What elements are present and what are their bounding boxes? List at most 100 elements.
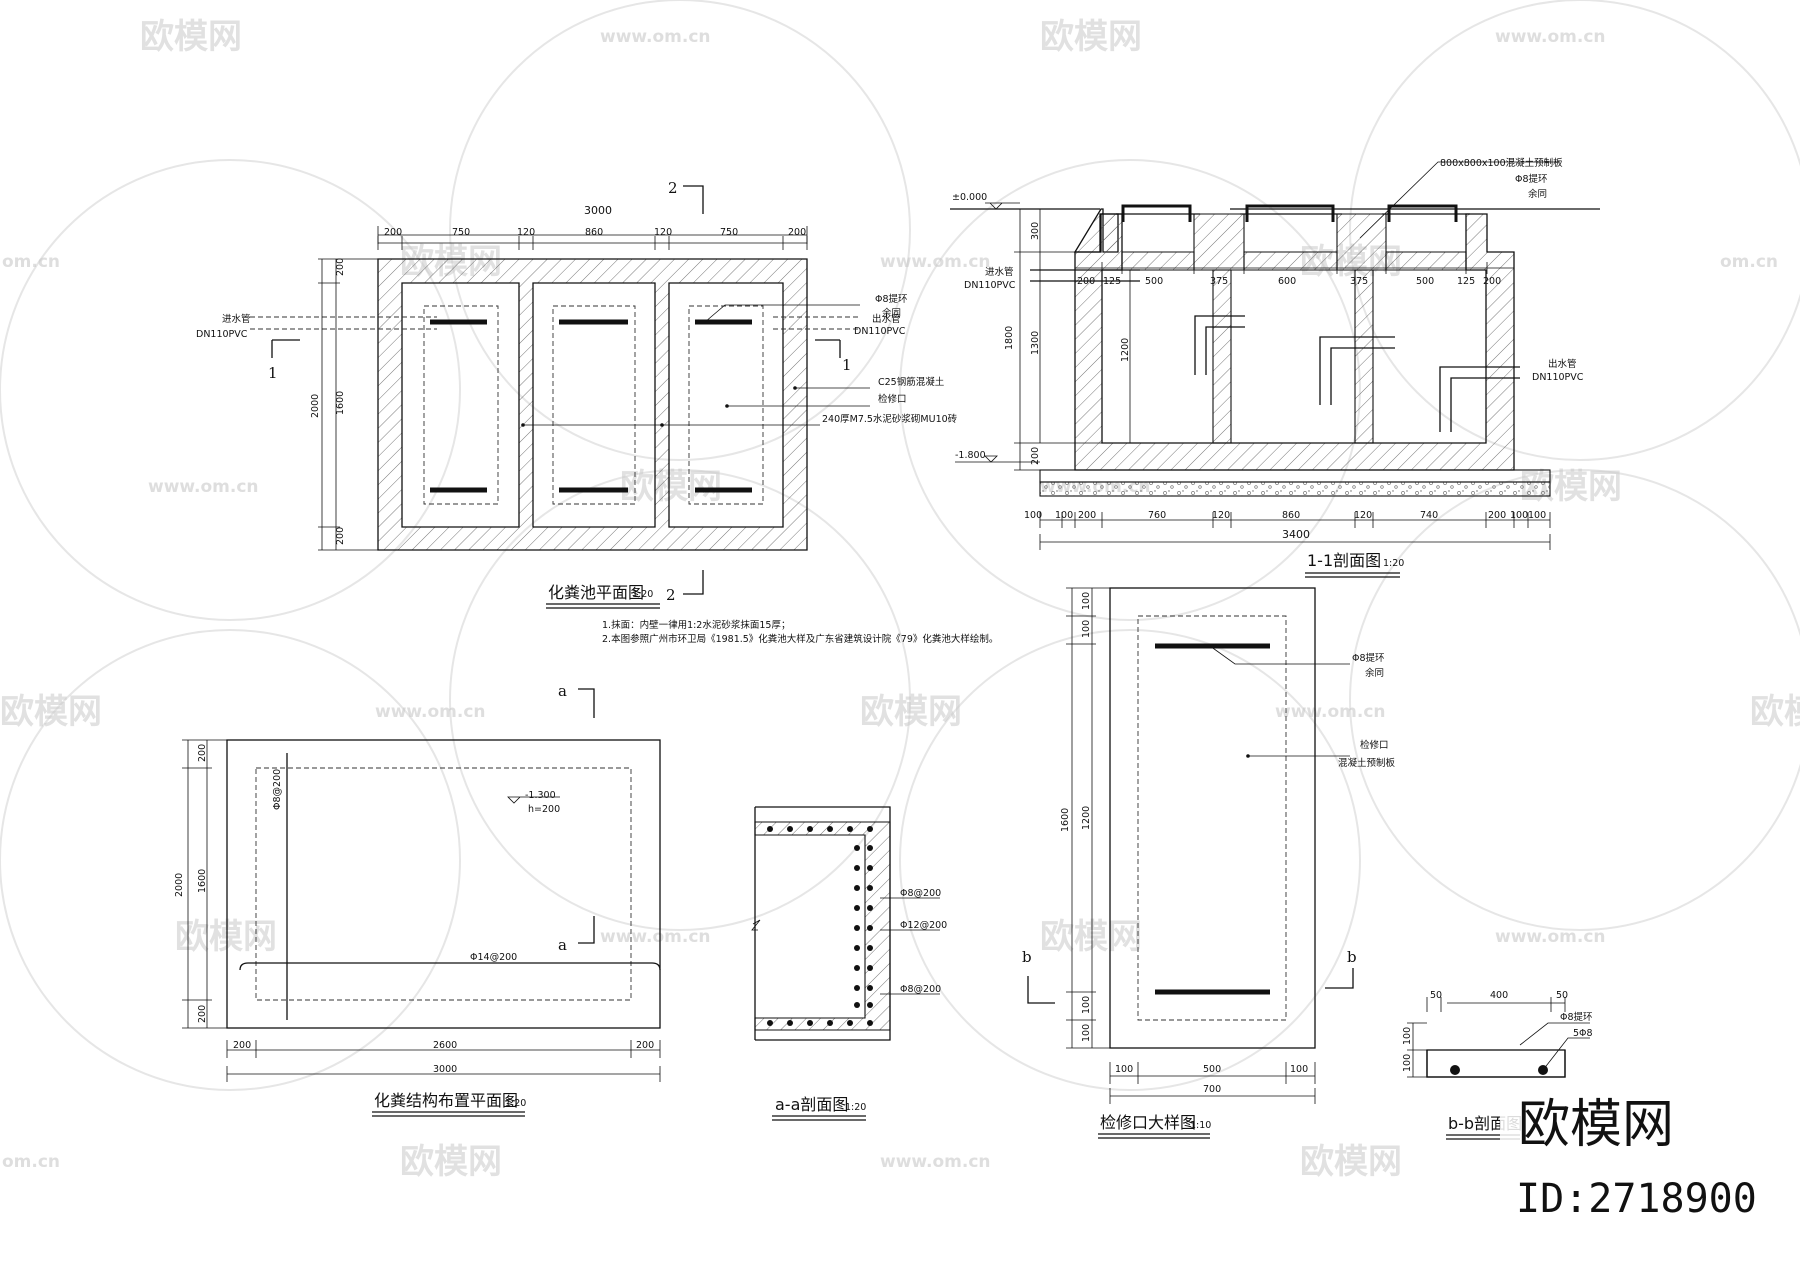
note-line: 2.本图参照广州市环卫局《1981.5》化粪池大样及广东省建筑设计院《79》化粪… bbox=[602, 633, 998, 645]
section-mark-label: a bbox=[558, 682, 567, 700]
watermark-brand: 欧模网 bbox=[400, 1142, 502, 1182]
leader-line bbox=[1519, 1022, 1590, 1046]
leader-text: Φ8提环 bbox=[1515, 173, 1548, 185]
dim-overall: 700 bbox=[1203, 1084, 1221, 1095]
section-mark-label: 2 bbox=[666, 586, 676, 604]
inlet-pipe bbox=[250, 316, 437, 330]
leader-line bbox=[880, 897, 940, 995]
section-mark-1 bbox=[271, 339, 300, 358]
manhole-opening bbox=[1137, 615, 1287, 1021]
structure-plan: Φ8@200 Φ14@200 -1.300 h=200 a a 200 1600… bbox=[174, 682, 661, 1117]
manhole-outline bbox=[423, 305, 499, 505]
level-marker bbox=[507, 796, 560, 804]
dim-line bbox=[377, 236, 808, 250]
watermark-url: www.om.cn bbox=[880, 1152, 991, 1172]
leader-text: 余同 bbox=[1528, 188, 1547, 200]
watermark-brand: 欧模网 bbox=[175, 917, 277, 957]
level-top: ±0.000 bbox=[952, 192, 987, 203]
drawing-title: 检修口大样图 bbox=[1100, 1113, 1196, 1132]
watermark-url: www.om.cn bbox=[1275, 702, 1386, 722]
dim-text: 2600 bbox=[433, 1040, 457, 1051]
dim-text: 200 bbox=[384, 227, 402, 238]
dim-text: 200 bbox=[335, 258, 346, 276]
dim-text: 375 bbox=[1210, 276, 1228, 287]
watermark-url: www.om.cn bbox=[880, 252, 991, 272]
section-mark-label: b bbox=[1347, 948, 1357, 966]
title-underline bbox=[1098, 1133, 1210, 1139]
leader-text: 5Φ8 bbox=[1573, 1028, 1593, 1039]
title-underline bbox=[546, 603, 660, 609]
dim-overall: 2000 bbox=[174, 873, 185, 897]
dim-line bbox=[1426, 997, 1566, 1012]
dim-text: 375 bbox=[1350, 276, 1368, 287]
leader-text: 800x800x100混凝土预制板 bbox=[1440, 157, 1563, 169]
leader-line bbox=[1359, 161, 1560, 239]
watermark-brand: 欧模网 bbox=[140, 17, 242, 57]
dim-text: 100 bbox=[1081, 620, 1092, 638]
watermark-url: om.cn bbox=[2, 1152, 60, 1172]
watermark-url: www.om.cn bbox=[1495, 927, 1606, 947]
dim-text: 100 bbox=[1081, 996, 1092, 1014]
watermark-url: www.om.cn bbox=[600, 27, 711, 47]
dim-line bbox=[226, 1066, 661, 1082]
watermark-layer: 欧模网 www.om.cn 欧模网 www.om.cn om.cn 欧模网 ww… bbox=[0, 0, 1800, 1182]
dim-text: 760 bbox=[1148, 510, 1166, 521]
rebar-label: Φ8@200 bbox=[900, 984, 941, 995]
dim-text: 500 bbox=[1203, 1064, 1221, 1075]
leader-text: 240厚M7.5水泥砂浆砌MU10砖 bbox=[822, 413, 958, 425]
dim-overall: 2000 bbox=[310, 394, 321, 418]
watermark-url: om.cn bbox=[2, 252, 60, 272]
dim-text: 200 bbox=[1030, 447, 1041, 465]
break-line bbox=[751, 919, 761, 931]
tee-pipe bbox=[1194, 315, 1245, 375]
plan-walls bbox=[377, 258, 808, 551]
dim-text: 1600 bbox=[335, 391, 346, 415]
dim-text: 200 bbox=[1077, 276, 1095, 287]
leader-text: 余同 bbox=[1365, 667, 1384, 679]
outlet-label: 出水管 bbox=[872, 313, 901, 325]
section-mark-b bbox=[1325, 968, 1354, 989]
dim-text: 300 bbox=[1030, 222, 1041, 240]
drawing-title: 化粪池平面图 bbox=[548, 583, 644, 602]
rebar-dot bbox=[1450, 1065, 1460, 1075]
leader-text: C25钢筋混凝土 bbox=[878, 376, 945, 388]
dim-line bbox=[1014, 208, 1136, 471]
watermark-brand: 欧模网 bbox=[0, 692, 102, 732]
dim-text: 200 bbox=[233, 1040, 251, 1051]
outlet-size: DN110PVC bbox=[854, 326, 906, 337]
dim-line bbox=[318, 258, 378, 551]
dim-line bbox=[1039, 534, 1551, 550]
section-outer-wall bbox=[1074, 213, 1515, 471]
dim-line bbox=[226, 1040, 661, 1058]
dim-text: 100 bbox=[1290, 1064, 1308, 1075]
dim-line bbox=[1039, 512, 1551, 528]
dim-overall: 3400 bbox=[1282, 528, 1310, 541]
leader-text: 检修口 bbox=[1360, 739, 1389, 751]
brand-name: 欧模网 bbox=[1518, 1095, 1674, 1155]
watermark-url: www.om.cn bbox=[148, 477, 259, 497]
dim-line bbox=[1066, 587, 1110, 1049]
slab-outline bbox=[1426, 1050, 1566, 1078]
drawing-scale: 1:10 bbox=[1190, 1120, 1211, 1131]
dim-text: 100 bbox=[1115, 1064, 1133, 1075]
dim-text: 200 bbox=[197, 1005, 208, 1023]
tee-pipe bbox=[1319, 336, 1395, 405]
dim-text: 200 bbox=[1078, 510, 1096, 521]
watermark-arcs bbox=[0, 0, 1800, 1091]
dim-line bbox=[1109, 1062, 1316, 1084]
dim-text: 1600 bbox=[197, 869, 208, 893]
watermark-brand: 欧模网 bbox=[1750, 692, 1800, 732]
manhole-outline bbox=[688, 305, 764, 505]
section-mark-label: b bbox=[1022, 948, 1032, 966]
dim-text: 100 bbox=[1510, 510, 1528, 521]
cover-slab bbox=[1109, 587, 1316, 1049]
brand-id: ID:2718900 bbox=[1516, 1176, 1757, 1222]
drawing-title: 化粪结构布置平面图 bbox=[374, 1091, 518, 1110]
inlet-label: 进水管 bbox=[222, 313, 251, 325]
dim-text: 750 bbox=[720, 227, 738, 238]
watermark-brand: 欧模网 bbox=[620, 467, 722, 507]
dim-text: 120 bbox=[1354, 510, 1372, 521]
rebar-dots bbox=[767, 826, 873, 1026]
drawing-title: 1-1剖面图 bbox=[1307, 551, 1381, 570]
